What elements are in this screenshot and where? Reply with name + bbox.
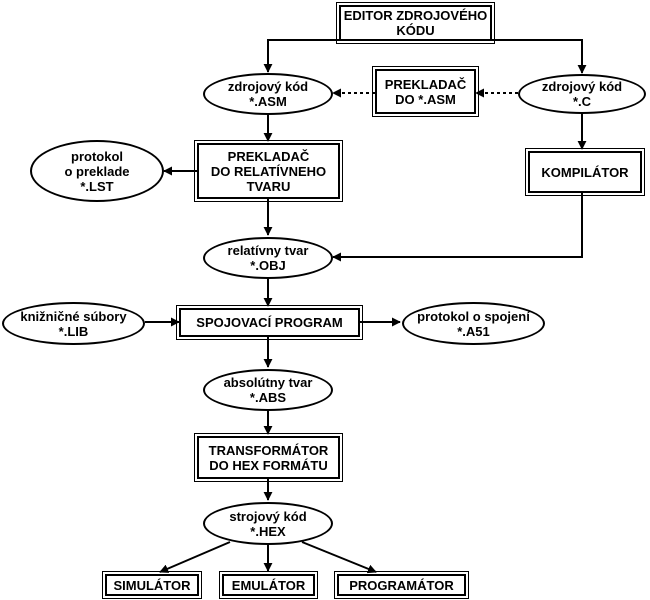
arrow-editor-to-src-asm xyxy=(263,39,339,73)
strojovy-label: strojový kód *.HEX xyxy=(229,508,307,539)
kniznicne-label: knižničné súbory *.LIB xyxy=(20,308,127,339)
abs-tvar-label: absolútny tvar *.ABS xyxy=(223,375,313,405)
rel-tvar-label: relatívny tvar *.OBJ xyxy=(227,243,309,273)
kompilator-box xyxy=(525,148,645,196)
protokol-prekl-ellipse xyxy=(30,140,164,202)
arrow-editor-to-src-c xyxy=(492,39,587,74)
kniznicne-ellipse xyxy=(2,302,145,345)
prekladac-asm-label: PREKLADAČ DO *.ASM xyxy=(384,76,467,107)
arrow-strojovy-to-simulator xyxy=(159,541,231,573)
prekladac-asm-box xyxy=(372,66,479,117)
spojovaci-label: SPOJOVACÍ PROGRAM xyxy=(196,315,343,330)
prekladac-rel-box xyxy=(194,140,343,202)
protokol-spoj-label: protokol o spojení *.A51 xyxy=(417,308,530,339)
rel-tvar-ellipse xyxy=(203,237,333,279)
transformator-box xyxy=(194,433,343,482)
emulator-box xyxy=(219,571,318,599)
spojovaci-box xyxy=(176,305,363,340)
editor-label: EDITOR ZDROJOVÉHO KÓDU xyxy=(343,8,488,38)
protokol-prekl-label: protokol o preklade *.LST xyxy=(64,148,130,194)
editor-box xyxy=(336,2,495,44)
prekladac-rel-label: PREKLADAČ DO RELATÍVNEHO TVARU xyxy=(210,148,327,194)
src-asm-ellipse xyxy=(203,73,333,115)
programator-box xyxy=(334,571,469,599)
arrow-strojovy-to-programator xyxy=(301,541,377,574)
arrow-kompilator-to-rel-tvar xyxy=(332,193,583,262)
emulator-label: EMULÁTOR xyxy=(231,577,306,593)
programator-label: PROGRAMÁTOR xyxy=(349,577,454,593)
transformator-label: TRANSFORMÁTOR DO HEX FORMÁTU xyxy=(208,442,329,473)
src-c-label: zdrojový kód *.C xyxy=(541,79,623,109)
src-c-ellipse xyxy=(518,74,646,114)
abs-tvar-ellipse xyxy=(203,369,333,411)
src-asm-label: zdrojový kód *.ASM xyxy=(227,79,309,109)
strojovy-ellipse xyxy=(203,502,333,545)
simulator-label: SIMULÁTOR xyxy=(113,577,191,593)
protokol-spoj-ellipse xyxy=(402,302,545,345)
simulator-box xyxy=(102,571,202,599)
kompilator-label: KOMPILÁTOR xyxy=(541,164,629,180)
